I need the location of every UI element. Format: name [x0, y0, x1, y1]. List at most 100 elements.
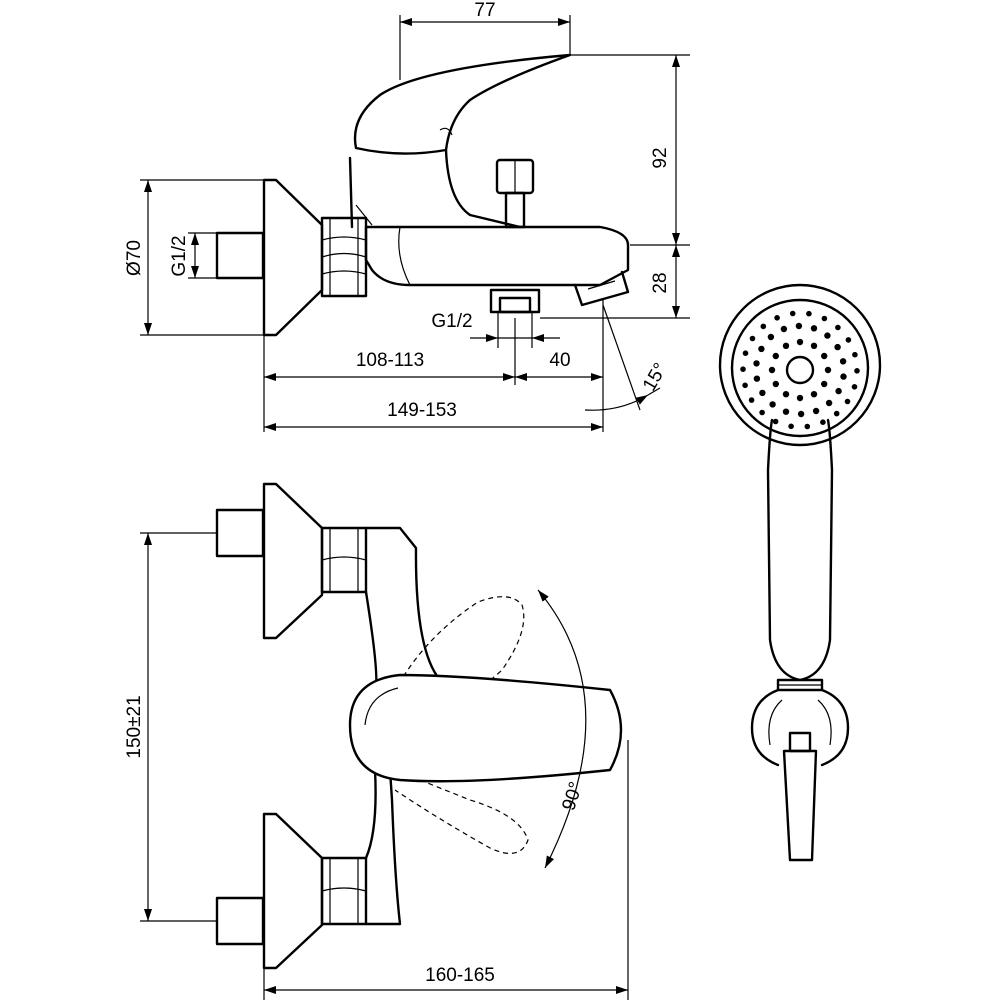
side-shower-outlet [489, 284, 541, 314]
shower-nozzle [834, 343, 841, 351]
front-upper-flange [262, 482, 324, 640]
shower-nozzle [772, 352, 779, 360]
dim-overall-width: 160-165 [263, 740, 629, 1000]
dim-flange-diameter-label: Ø70 [124, 240, 145, 276]
shower-nozzle [753, 360, 760, 367]
shower-nozzle [767, 333, 775, 341]
shower-nozzle [780, 325, 788, 333]
dim-outlet-thread: G1/2 [431, 311, 560, 348]
front-lower-flange [262, 812, 324, 970]
shower-hose [782, 749, 818, 862]
dim-outlet-distance-label: 108-113 [356, 350, 424, 371]
front-lever-knob [348, 673, 623, 783]
shower-nozzle [748, 397, 755, 403]
shower-nozzle [810, 342, 818, 349]
side-mixer-body [364, 225, 630, 287]
shower-nozzle [759, 409, 765, 416]
dim-spout-tip-offset: 40 [515, 300, 604, 432]
shower-head-centre [785, 355, 815, 385]
shower-wall-bracket [750, 688, 850, 767]
dim-centre-distance: 150±21 [124, 532, 217, 922]
shower-nozzle [824, 332, 831, 339]
shower-nozzle [804, 423, 811, 430]
front-lower-inlet-stub [215, 896, 265, 946]
shower-head-face [730, 298, 870, 438]
shower-hose-socket [788, 731, 812, 753]
shower-nozzle [753, 375, 761, 382]
shower-nozzle [835, 324, 841, 331]
shower-nozzle [844, 398, 851, 405]
shower-nozzle [825, 399, 833, 407]
dim-lever-rotation-label: 90° [558, 779, 587, 813]
dim-overall-projection-label: 149-153 [387, 400, 457, 421]
front-view [215, 482, 623, 970]
side-wall-flange [262, 178, 324, 337]
shower-nozzle [796, 394, 804, 402]
shower-nozzle [795, 322, 803, 330]
shower-nozzles [740, 310, 860, 430]
shower-nozzle [840, 373, 847, 380]
shower-nozzle [769, 401, 776, 408]
dim-inlet-thread: G1/2 [169, 232, 217, 279]
shower-nozzle [740, 366, 746, 373]
shower-nozzle [782, 342, 790, 349]
shower-nozzle [760, 323, 767, 330]
side-inlet-stub [215, 231, 265, 280]
shower-nozzle [820, 419, 826, 426]
shower-nozzle [774, 315, 780, 321]
side-diverter-knob [495, 158, 535, 229]
shower-nozzle [772, 418, 779, 425]
shower-nozzle [833, 410, 840, 417]
dim-lever-height-label: 92 [650, 147, 671, 168]
shower-nozzle [742, 382, 748, 389]
shower-nozzle [852, 351, 858, 358]
dim-spout-angle-label: 15° [639, 360, 672, 395]
shower-nozzle [810, 325, 818, 332]
shower-nozzle [821, 315, 828, 322]
front-lever-dashed-lower [394, 769, 529, 855]
shower-nozzle [796, 338, 804, 346]
dim-lever-reach-label: 77 [474, 0, 495, 21]
dim-lever-reach: 77 [399, 0, 571, 80]
dim-lever-height: 92 [570, 54, 690, 246]
dim-outlet-thread-label: G1/2 [431, 311, 472, 332]
side-spout-tip [573, 270, 630, 307]
dim-spout-tip-offset-label: 40 [549, 350, 570, 371]
shower-handle [766, 418, 834, 682]
shower-nozzle [824, 366, 832, 374]
shower-nozzle [810, 391, 818, 398]
dim-flange-diameter: Ø70 [124, 179, 264, 336]
shower-nozzle [742, 350, 749, 357]
front-upper-hex-nut [320, 526, 368, 594]
shower-nozzle [782, 408, 790, 415]
shower-nozzle [845, 337, 852, 343]
shower-nozzle [839, 358, 847, 365]
shower-nozzle [851, 384, 858, 390]
shower-nozzle [758, 345, 765, 353]
shower-nozzle [789, 310, 796, 317]
shower-nozzle [854, 368, 860, 374]
shower-nozzle [749, 335, 756, 342]
dim-overall-projection: 149-153 [264, 400, 603, 431]
front-lower-hex-nut [320, 856, 368, 926]
shower-nozzle [835, 387, 842, 395]
dim-inlet-thread-label: G1/2 [169, 235, 190, 276]
shower-nozzle [797, 410, 805, 418]
shower-nozzle [782, 391, 790, 398]
shower-nozzle [821, 380, 828, 388]
dim-overall-width-label: 160-165 [425, 965, 495, 986]
shower-head-outer [718, 283, 882, 447]
dim-centre-distance-label: 150±21 [124, 695, 145, 758]
side-lever [353, 53, 572, 155]
dim-spout-height-label: 28 [650, 272, 671, 293]
hand-shower [718, 283, 882, 862]
dim-spout-height: 28 [540, 245, 690, 319]
shower-nozzle [768, 366, 776, 374]
shower-nozzle [821, 352, 828, 360]
dim-spout-angle: 15° [584, 304, 672, 411]
shower-nozzle [759, 389, 766, 397]
shower-nozzle [812, 407, 820, 415]
front-upper-inlet-stub [215, 508, 265, 558]
shower-nozzle [772, 380, 779, 388]
